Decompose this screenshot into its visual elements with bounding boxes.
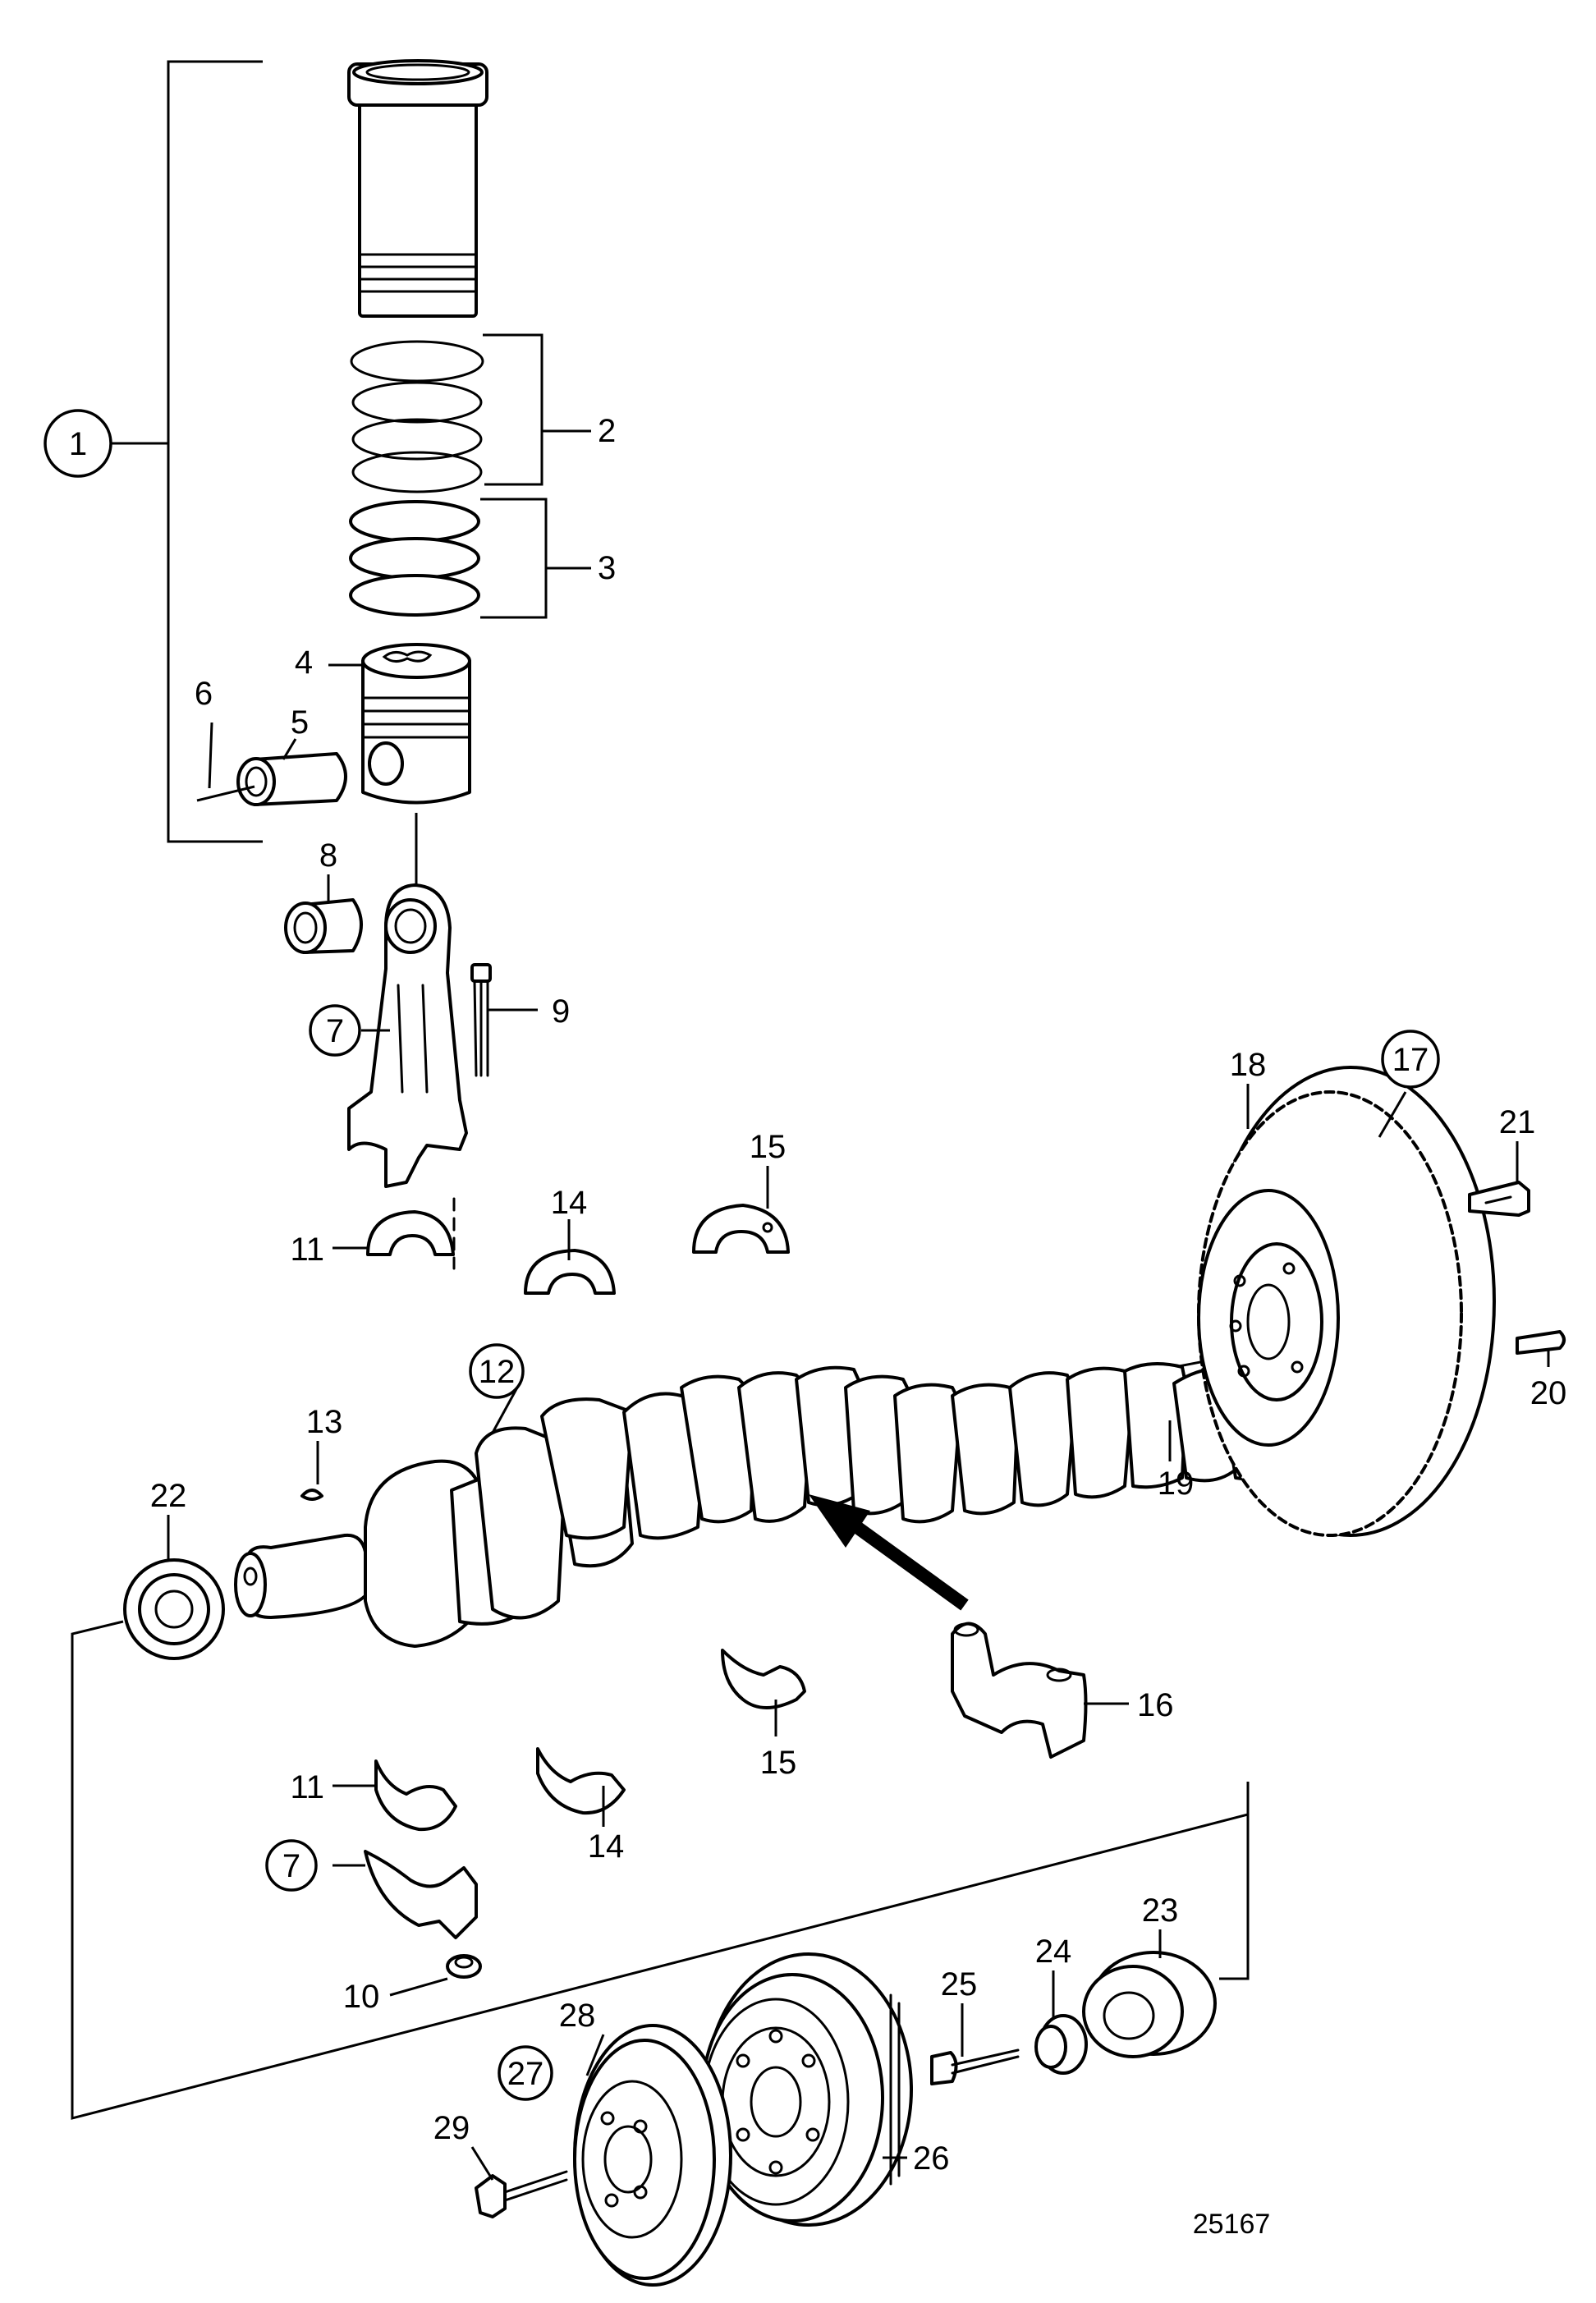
pulley-bolt [470,2146,568,2218]
callout-18: 18 [1230,1047,1267,1083]
callout-22: 22 [150,1478,187,1514]
washer [1034,1970,1088,2075]
callout-23: 23 [1142,1892,1179,1929]
callout-5: 5 [291,704,309,741]
main-bearing-cap-arrow [809,1494,969,1611]
main-bearing-lower-left [536,1747,626,1827]
group-bracket-1 [111,60,263,843]
crankshaft-pulley [573,2024,732,2287]
main-bearing-cap [951,1622,1129,1759]
callout-4: 4 [295,645,313,681]
connecting-rod-bearing-lower [332,1759,457,1832]
svg-text:1: 1 [69,426,87,462]
callout-1: 1 [44,409,112,478]
callout-14-bottom: 14 [588,1828,625,1865]
callout-13: 13 [306,1404,343,1440]
hub-bolt [930,2003,1020,2085]
svg-text:27: 27 [507,2056,544,2092]
callout-20: 20 [1530,1375,1567,1411]
callout-21: 21 [1499,1104,1536,1140]
callout-12: 12 [469,1343,525,1399]
crankshaft-hub [1082,1929,1217,2058]
callout-29: 29 [433,2110,470,2146]
callout-14-top: 14 [551,1185,588,1221]
piston-rings-oil [349,498,591,619]
small-end-bushing [284,874,363,954]
connecting-rod-bolt [470,963,538,1077]
connecting-rod [347,883,468,1188]
svg-text:7: 7 [326,1013,344,1049]
callout-15-top: 15 [750,1129,787,1165]
connecting-rod-nut [389,1954,482,1997]
svg-text:7: 7 [282,1848,300,1884]
svg-text:12: 12 [479,1354,516,1390]
vibration-damper [700,1952,913,2227]
piston-pin [196,722,347,806]
cylinder-liner [347,59,488,318]
callout-9: 9 [552,993,570,1030]
dowel-pin [1516,1330,1566,1367]
callout-6: 6 [195,676,213,712]
crankshaft-gear [123,1515,225,1660]
piston-rings-compression [350,333,591,493]
callout-19: 19 [1158,1466,1195,1502]
callout-7-top: 7 [309,1004,361,1057]
callout-24: 24 [1035,1934,1072,1970]
main-bearing-upper-center [524,1219,616,1295]
connecting-rod-bearing-upper [332,1210,455,1256]
callout-7-bottom: 7 [265,1839,318,1892]
piston [328,643,471,805]
main-bearing-lower-center [721,1649,806,1736]
callout-17: 17 [1381,1030,1440,1089]
callout-3: 3 [598,550,616,586]
callout-11-top: 11 [290,1232,324,1268]
connecting-rod-cap [332,1850,478,1939]
svg-text:17: 17 [1392,1042,1429,1078]
callout-25: 25 [941,1966,978,2003]
callout-16: 16 [1137,1687,1174,1723]
woodruff-key [300,1441,323,1501]
flywheel-bolt [1468,1141,1530,1217]
flywheel [1168,1066,1496,1537]
callout-11-bottom: 11 [290,1769,324,1805]
callout-10: 10 [343,1979,380,2015]
callout-2: 2 [598,413,616,449]
callout-15-bottom: 15 [760,1745,797,1781]
front-assembly-frame [71,1620,1250,2120]
callout-27: 27 [498,2045,553,2101]
drawing-reference-number: 25167 [1193,2209,1271,2240]
callout-26: 26 [913,2140,950,2177]
callout-8: 8 [319,837,337,874]
callout-28: 28 [559,1998,596,2034]
main-bearing-upper-thrust [692,1166,790,1254]
